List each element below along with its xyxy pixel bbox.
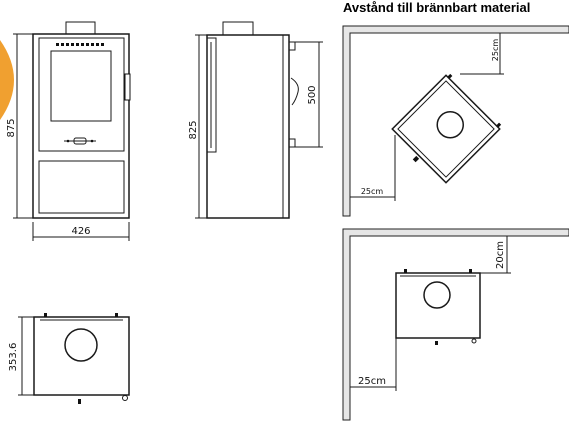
side-height-label: 825: [188, 120, 199, 139]
corner-back-clearance-label: 25cm: [491, 39, 500, 62]
corner-wall: [342, 25, 569, 217]
corner-stove: [391, 73, 502, 184]
front-width-label: 426: [71, 226, 90, 237]
side-rear-bracket-bottom: [288, 138, 296, 148]
accent-mark: [0, 40, 14, 120]
wall-side-clearance-label: 25cm: [358, 376, 386, 387]
side-view: 825 500: [188, 21, 323, 219]
front-view: 875 426: [6, 21, 131, 241]
front-height-label: 875: [6, 118, 17, 137]
front-air-control: [64, 137, 96, 145]
side-door-edge: [206, 37, 217, 153]
front-door: [38, 37, 125, 152]
front-door-handle: [124, 73, 131, 101]
wall-installation: 20cm 25cm: [342, 228, 569, 421]
side-inner-height-label: 500: [307, 85, 318, 104]
front-vent-holes: [56, 43, 104, 46]
top-front-knob: [78, 399, 81, 404]
top-handle-marker: [122, 395, 128, 401]
clearance-title: Avstånd till brännbart material: [343, 0, 530, 15]
corner-installation: 25cm 25cm: [342, 25, 569, 217]
side-rear-bracket-top: [288, 41, 296, 51]
top-depth-label: 353.6: [8, 343, 19, 372]
corner-side-clearance-label: 25cm: [361, 187, 384, 196]
side-flue-collar: [222, 21, 254, 36]
front-glass: [50, 50, 112, 122]
wall-stove: [395, 269, 481, 345]
wall-back-clearance-label: 20cm: [495, 241, 506, 269]
top-view: 353.6: [8, 313, 130, 404]
front-storage-door: [38, 160, 125, 214]
side-body-outline: [206, 34, 290, 219]
side-hook-icon: [290, 77, 299, 106]
front-flue-collar: [65, 21, 96, 35]
top-flue-circle: [64, 328, 98, 362]
wall-wall: [342, 228, 569, 421]
front-body-outline: [32, 33, 130, 219]
